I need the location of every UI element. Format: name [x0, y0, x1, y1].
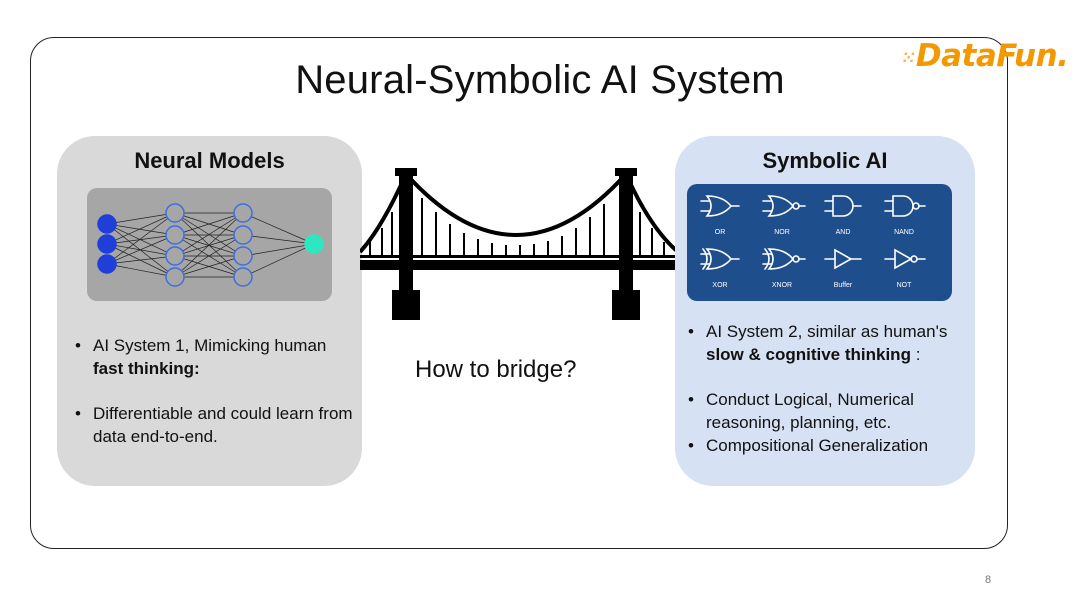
- logic-gates-icon: OR NOR AND NAND XOR XNOR Buffer NOT: [700, 195, 926, 289]
- not-gate-icon: [884, 248, 926, 270]
- symbolic-bullets: AI System 2, similar as human's slow & c…: [680, 320, 970, 457]
- neural-network-diagram: [87, 188, 332, 301]
- nn-connection: [106, 255, 176, 265]
- neural-models-panel: Neural Models AI System 1, Mimicking hum…: [57, 136, 362, 486]
- gate-label: OR: [715, 229, 726, 236]
- gate-label: XOR: [712, 282, 727, 289]
- gate-label: NOT: [897, 282, 913, 289]
- hidden-node: [233, 203, 253, 223]
- hidden-node: [233, 267, 253, 287]
- and-gate-icon: [824, 195, 862, 217]
- nn-connection: [106, 234, 176, 265]
- nn-connection: [174, 234, 244, 278]
- nn-connection: [174, 255, 244, 278]
- gate-label: NOR: [774, 229, 790, 236]
- input-node: [97, 214, 117, 234]
- gate-label: AND: [836, 229, 851, 236]
- gate-label: Buffer: [834, 282, 853, 289]
- nn-connection: [106, 212, 176, 245]
- input-node: [97, 254, 117, 274]
- or-gate-icon: [700, 195, 740, 217]
- bridge-icon: [360, 168, 678, 320]
- nn-connection: [106, 223, 176, 278]
- gate-label: XNOR: [772, 282, 792, 289]
- hidden-node: [233, 225, 253, 245]
- bridge-question: How to bridge?: [415, 356, 577, 383]
- neural-network-icon: [97, 203, 324, 287]
- nor-gate-icon: [762, 195, 806, 217]
- page-number: 8: [985, 574, 992, 586]
- neural-bullet-1: AI System 1, Mimicking human fast thinki…: [67, 334, 359, 380]
- nn-connection: [242, 243, 315, 257]
- hidden-node: [165, 246, 185, 266]
- nn-connection: [106, 223, 176, 236]
- symbolic-bullet-1: AI System 2, similar as human's slow & c…: [680, 320, 970, 366]
- symbolic-ai-title: Symbolic AI: [762, 148, 888, 173]
- output-node: [304, 234, 324, 254]
- hidden-node: [165, 203, 185, 223]
- nn-connection: [242, 243, 315, 278]
- nn-connection: [106, 234, 176, 245]
- logo-dots-icon: ⁙: [902, 48, 915, 67]
- nn-connection: [242, 212, 315, 245]
- neural-models-title: Neural Models: [134, 148, 285, 173]
- buffer-gate-icon: [824, 248, 862, 270]
- logo-text: DataFun.: [915, 38, 1069, 74]
- nn-connection: [106, 212, 176, 225]
- neural-bullet-2: Differentiable and could learn from data…: [67, 402, 359, 448]
- nn-connection: [106, 243, 176, 278]
- nn-connection: [106, 223, 176, 257]
- nn-connection: [174, 212, 244, 236]
- nn-connection: [106, 243, 176, 257]
- input-node: [97, 234, 117, 254]
- nn-connection: [106, 263, 176, 278]
- xor-gate-icon: [700, 248, 740, 270]
- slide-title: Neural-Symbolic AI System: [295, 58, 785, 102]
- hidden-node: [233, 246, 253, 266]
- hidden-node: [165, 225, 185, 245]
- hidden-node: [165, 267, 185, 287]
- nn-connection: [174, 234, 244, 257]
- datafun-logo: ⁙DataFun.: [902, 38, 1069, 78]
- nn-connection: [242, 234, 315, 245]
- nn-connection: [174, 212, 244, 278]
- logic-gates-diagram: OR NOR AND NAND XOR XNOR Buffer NOT: [687, 184, 952, 301]
- xnor-gate-icon: [762, 248, 806, 270]
- symbolic-ai-panel: Symbolic AI: [675, 136, 975, 486]
- gate-label: NAND: [894, 229, 914, 236]
- nn-connection: [106, 212, 176, 265]
- nand-gate-icon: [884, 195, 926, 217]
- nn-connection: [174, 212, 244, 257]
- symbolic-bullet-3: Compositional Generalization: [680, 434, 970, 457]
- symbolic-bullet-2: Conduct Logical, Numerical reasoning, pl…: [680, 388, 970, 434]
- neural-bullets: AI System 1, Mimicking human fast thinki…: [67, 334, 359, 448]
